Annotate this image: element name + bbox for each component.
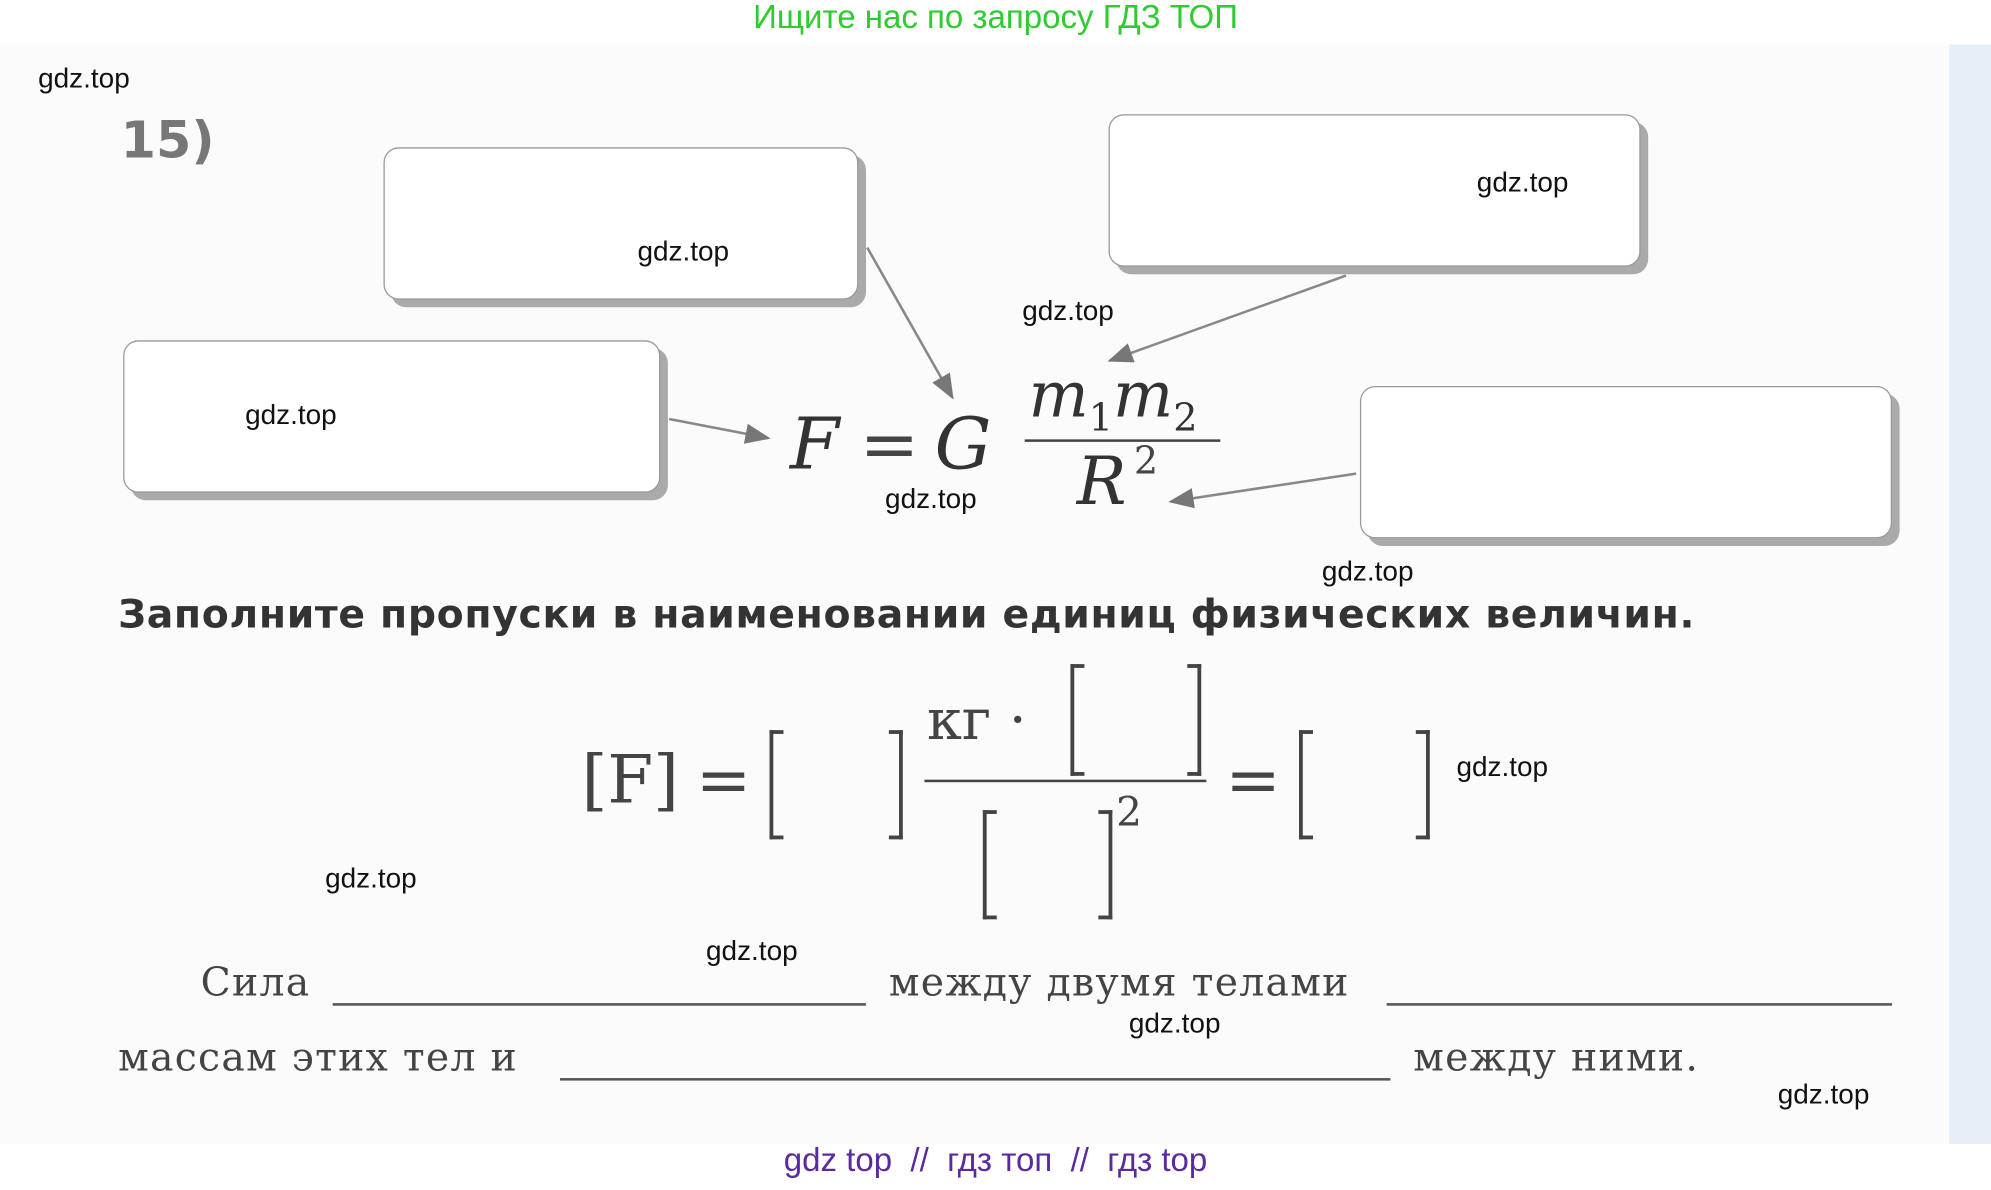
banner-top: Ищите нас по запросу ГДЗ ТОП [753, 0, 1238, 36]
watermark: gdz.top [706, 934, 798, 967]
watermark: gdz.top [1456, 750, 1549, 783]
blank-unit-4[interactable] [1318, 736, 1412, 825]
bracket-right [888, 730, 903, 840]
answer-box-3[interactable] [123, 340, 661, 493]
units-lhs: [F] [581, 742, 679, 820]
arrow-to-masses [1107, 274, 1347, 363]
page-edge [1949, 44, 1991, 1145]
sentence-word-sila: Сила [200, 959, 311, 1006]
blank-unit-3[interactable] [1003, 815, 1094, 906]
bracket-left [1070, 664, 1085, 776]
watermark: gdz.top [885, 482, 977, 515]
formula-F: F [789, 403, 840, 487]
arrow-to-R [1168, 472, 1357, 509]
watermark: gdz.top [38, 62, 130, 94]
task-number: 15) [120, 111, 215, 171]
formula-R-exponent: 2 [1133, 439, 1159, 484]
unit-kg: кг · [926, 688, 1027, 753]
units-eq-2: = [1225, 742, 1281, 820]
formula-numerator: m1m2 [1028, 358, 1198, 441]
blank-line-1[interactable] [332, 1003, 867, 1006]
fraction-line [924, 779, 1207, 783]
units-eq-1: = [695, 742, 752, 820]
bracket-left [982, 810, 997, 920]
task-heading: Заполните пропуски в наименовании единиц… [118, 591, 1696, 638]
arrow-to-G [866, 246, 954, 400]
bracket-right [1098, 810, 1113, 920]
watermark: gdz.top [1022, 294, 1114, 327]
blank-unit-2[interactable] [1089, 670, 1183, 761]
blank-line-3[interactable] [559, 1078, 1391, 1081]
answer-box-4[interactable] [1359, 386, 1893, 539]
sentence-between-bodies: между двумя телами [888, 959, 1350, 1006]
formula-R: R [1076, 444, 1127, 521]
sentence-between-them: между ними. [1413, 1034, 1700, 1081]
bracket-right [1187, 664, 1202, 776]
blank-unit-1[interactable] [790, 736, 884, 825]
arrow-to-F [668, 417, 771, 444]
bracket-right [1415, 730, 1430, 840]
formula-G: G [934, 403, 992, 487]
unit-exponent: 2 [1116, 787, 1143, 836]
bracket-left [1299, 730, 1313, 840]
watermark: gdz.top [245, 398, 337, 431]
sentence-masses: массам этих тел и [118, 1034, 519, 1081]
fraction-line [1024, 439, 1221, 442]
watermark: gdz.top [1777, 1078, 1870, 1110]
formula-eq: = [859, 403, 920, 487]
banner-bottom: gdz top // гдз топ // гдз top [783, 1140, 1208, 1179]
watermark: gdz.top [325, 862, 417, 894]
watermark: gdz.top [1128, 1006, 1221, 1039]
watermark: gdz.top [1476, 166, 1569, 199]
watermark: gdz.top [1321, 554, 1414, 587]
answer-box-2[interactable] [1108, 114, 1641, 267]
bracket-left [769, 730, 784, 840]
answer-box-1[interactable] [383, 147, 859, 300]
watermark: gdz.top [637, 234, 730, 267]
blank-line-2[interactable] [1386, 1003, 1893, 1006]
